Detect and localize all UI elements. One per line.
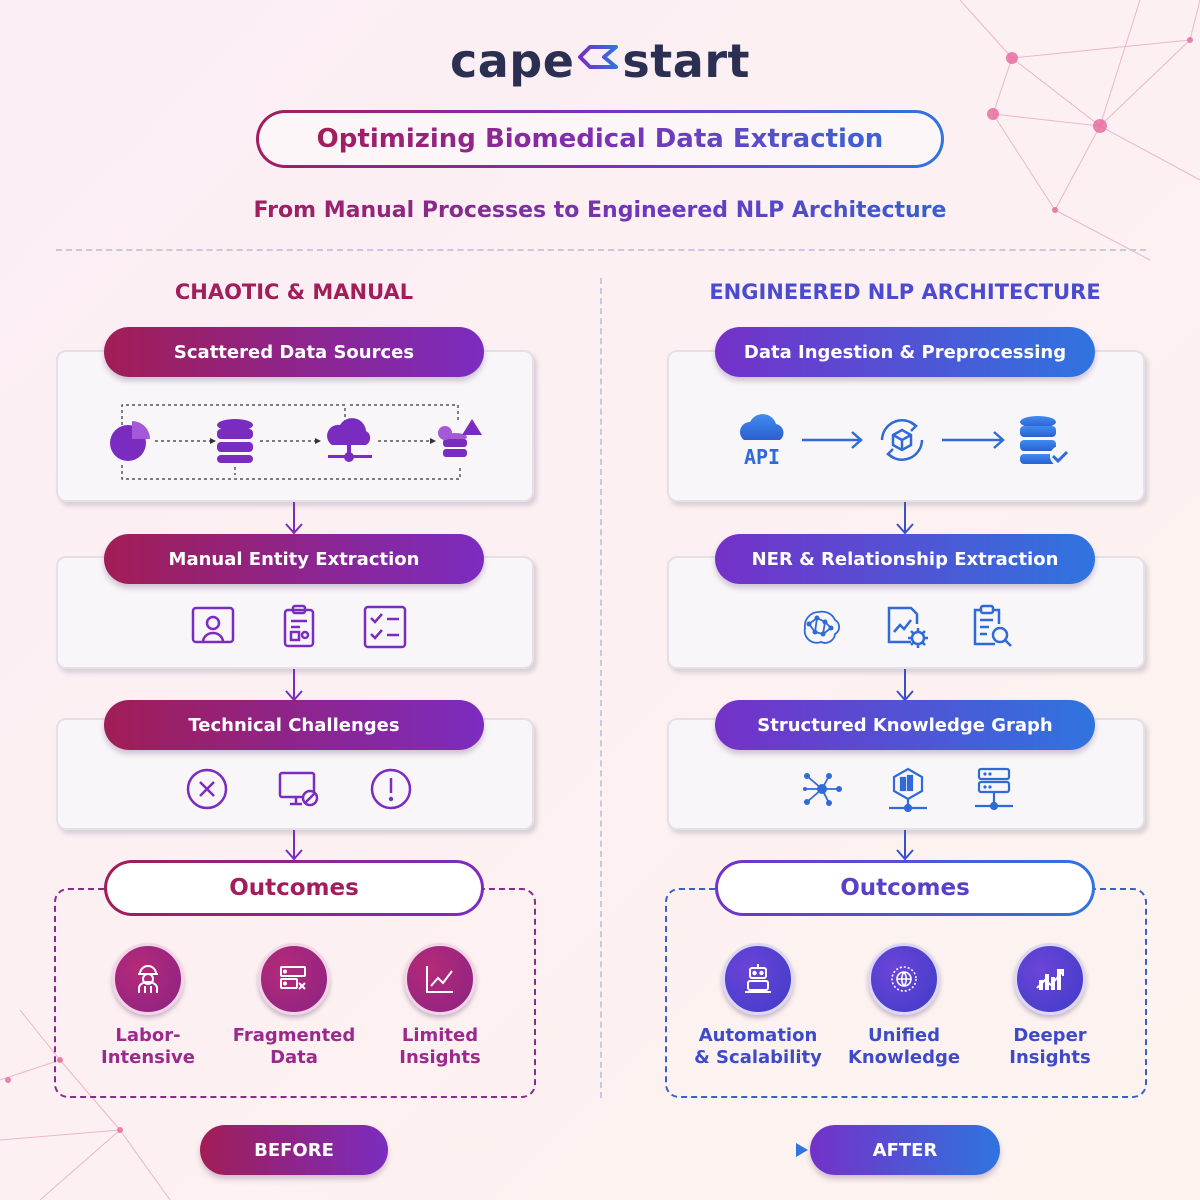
outcome-label-line1: Labor- <box>115 1025 181 1046</box>
right-stage-3-pill: Structured Knowledge Graph <box>715 700 1095 750</box>
right-column-heading: ENGINEERED NLP ARCHITECTURE <box>709 280 1101 304</box>
user-profile-icon <box>191 606 235 644</box>
outcome-label-line2: & Scalability <box>694 1047 822 1068</box>
outcome-label-line2: Insights <box>399 1047 481 1068</box>
right-stage-1-pill: Data Ingestion & Preprocessing <box>715 327 1095 377</box>
outcome-label-line2: Knowledge <box>847 1047 961 1068</box>
worker-icon <box>138 965 158 993</box>
report-settings-icon <box>887 606 928 648</box>
vertical-divider <box>600 278 602 1098</box>
page-title: Optimizing Biomedical Data Extraction <box>316 124 884 154</box>
scattered-sources-diagram <box>110 404 482 480</box>
globe-icon <box>891 966 917 992</box>
outcome-labor-intensive: Labor-Intensive <box>78 943 218 1069</box>
ingestion-diagram: API <box>740 414 1070 469</box>
outcome-label-line1: Limited <box>401 1025 479 1046</box>
graph-nodes-icon <box>803 773 842 806</box>
checklist-icon <box>363 605 407 649</box>
left-outcomes-pill: Outcomes <box>104 860 484 916</box>
left-column-heading: CHAOTIC & MANUAL <box>174 280 414 304</box>
outcome-label-line1: Automation <box>698 1025 818 1046</box>
robot-icon <box>745 964 771 993</box>
left-arrow-2 <box>285 669 303 702</box>
process-cycle-icon <box>880 419 924 461</box>
logo-chevron-icon <box>578 45 619 77</box>
neural-brain-icon <box>803 610 841 644</box>
outcome-label-line1: Unified <box>867 1025 941 1046</box>
capestart-logo: cape start <box>0 34 1200 88</box>
blocked-monitor-icon <box>278 771 319 807</box>
error-x-icon <box>186 768 228 810</box>
after-pill: AFTER <box>810 1125 1000 1175</box>
outcome-automation-scalability: Automation& Scalability <box>688 943 828 1069</box>
left-outcomes-title: Outcomes <box>107 863 481 913</box>
logo-text-left: cape <box>449 34 575 88</box>
network-hub-icon <box>889 767 927 812</box>
left-stage-2-pill: Manual Entity Extraction <box>104 534 484 584</box>
left-arrow-3 <box>285 830 303 861</box>
outcome-label-line2: Intensive <box>101 1047 195 1068</box>
right-outcomes-title: Outcomes <box>718 863 1092 913</box>
right-arrow-1 <box>896 502 914 535</box>
logo-text-right: start <box>622 34 751 88</box>
api-label: API <box>744 445 780 469</box>
right-outcomes-pill: Outcomes <box>715 860 1095 916</box>
cloud-network-icon <box>327 418 372 462</box>
left-stage-3-pill: Technical Challenges <box>104 700 484 750</box>
horizontal-divider <box>56 249 1146 251</box>
clipboard-icon <box>283 604 315 648</box>
fragmented-data-icon <box>280 966 306 990</box>
before-after-arrow <box>392 1143 808 1157</box>
verified-database-icon <box>1020 416 1070 466</box>
outcome-label-line1: Fragmented <box>232 1025 356 1046</box>
server-network-icon <box>975 767 1013 811</box>
pie-chart-icon <box>110 421 150 461</box>
database-icon <box>217 419 253 463</box>
insights-chart-icon <box>1036 969 1064 990</box>
before-pill: BEFORE <box>200 1125 388 1175</box>
document-search-icon <box>973 604 1012 647</box>
right-arrow-2 <box>896 669 914 702</box>
right-arrow-3 <box>896 830 914 861</box>
right-stage-2-pill: NER & Relationship Extraction <box>715 534 1095 584</box>
outcome-label-line2: Data <box>270 1047 318 1068</box>
api-cloud-icon: API <box>740 414 784 469</box>
left-arrow-1 <box>285 502 303 535</box>
line-chart-icon <box>426 966 453 993</box>
left-stage-1-pill: Scattered Data Sources <box>104 327 484 377</box>
title-banner: Optimizing Biomedical Data Extraction <box>256 110 944 168</box>
outcome-label-line2: Insights <box>1009 1047 1091 1068</box>
outcome-label-line1: Deeper <box>1013 1025 1087 1046</box>
page-subtitle: From Manual Processes to Engineered NLP … <box>0 198 1200 223</box>
warning-icon <box>370 768 412 810</box>
data-shapes-icon <box>438 419 482 457</box>
